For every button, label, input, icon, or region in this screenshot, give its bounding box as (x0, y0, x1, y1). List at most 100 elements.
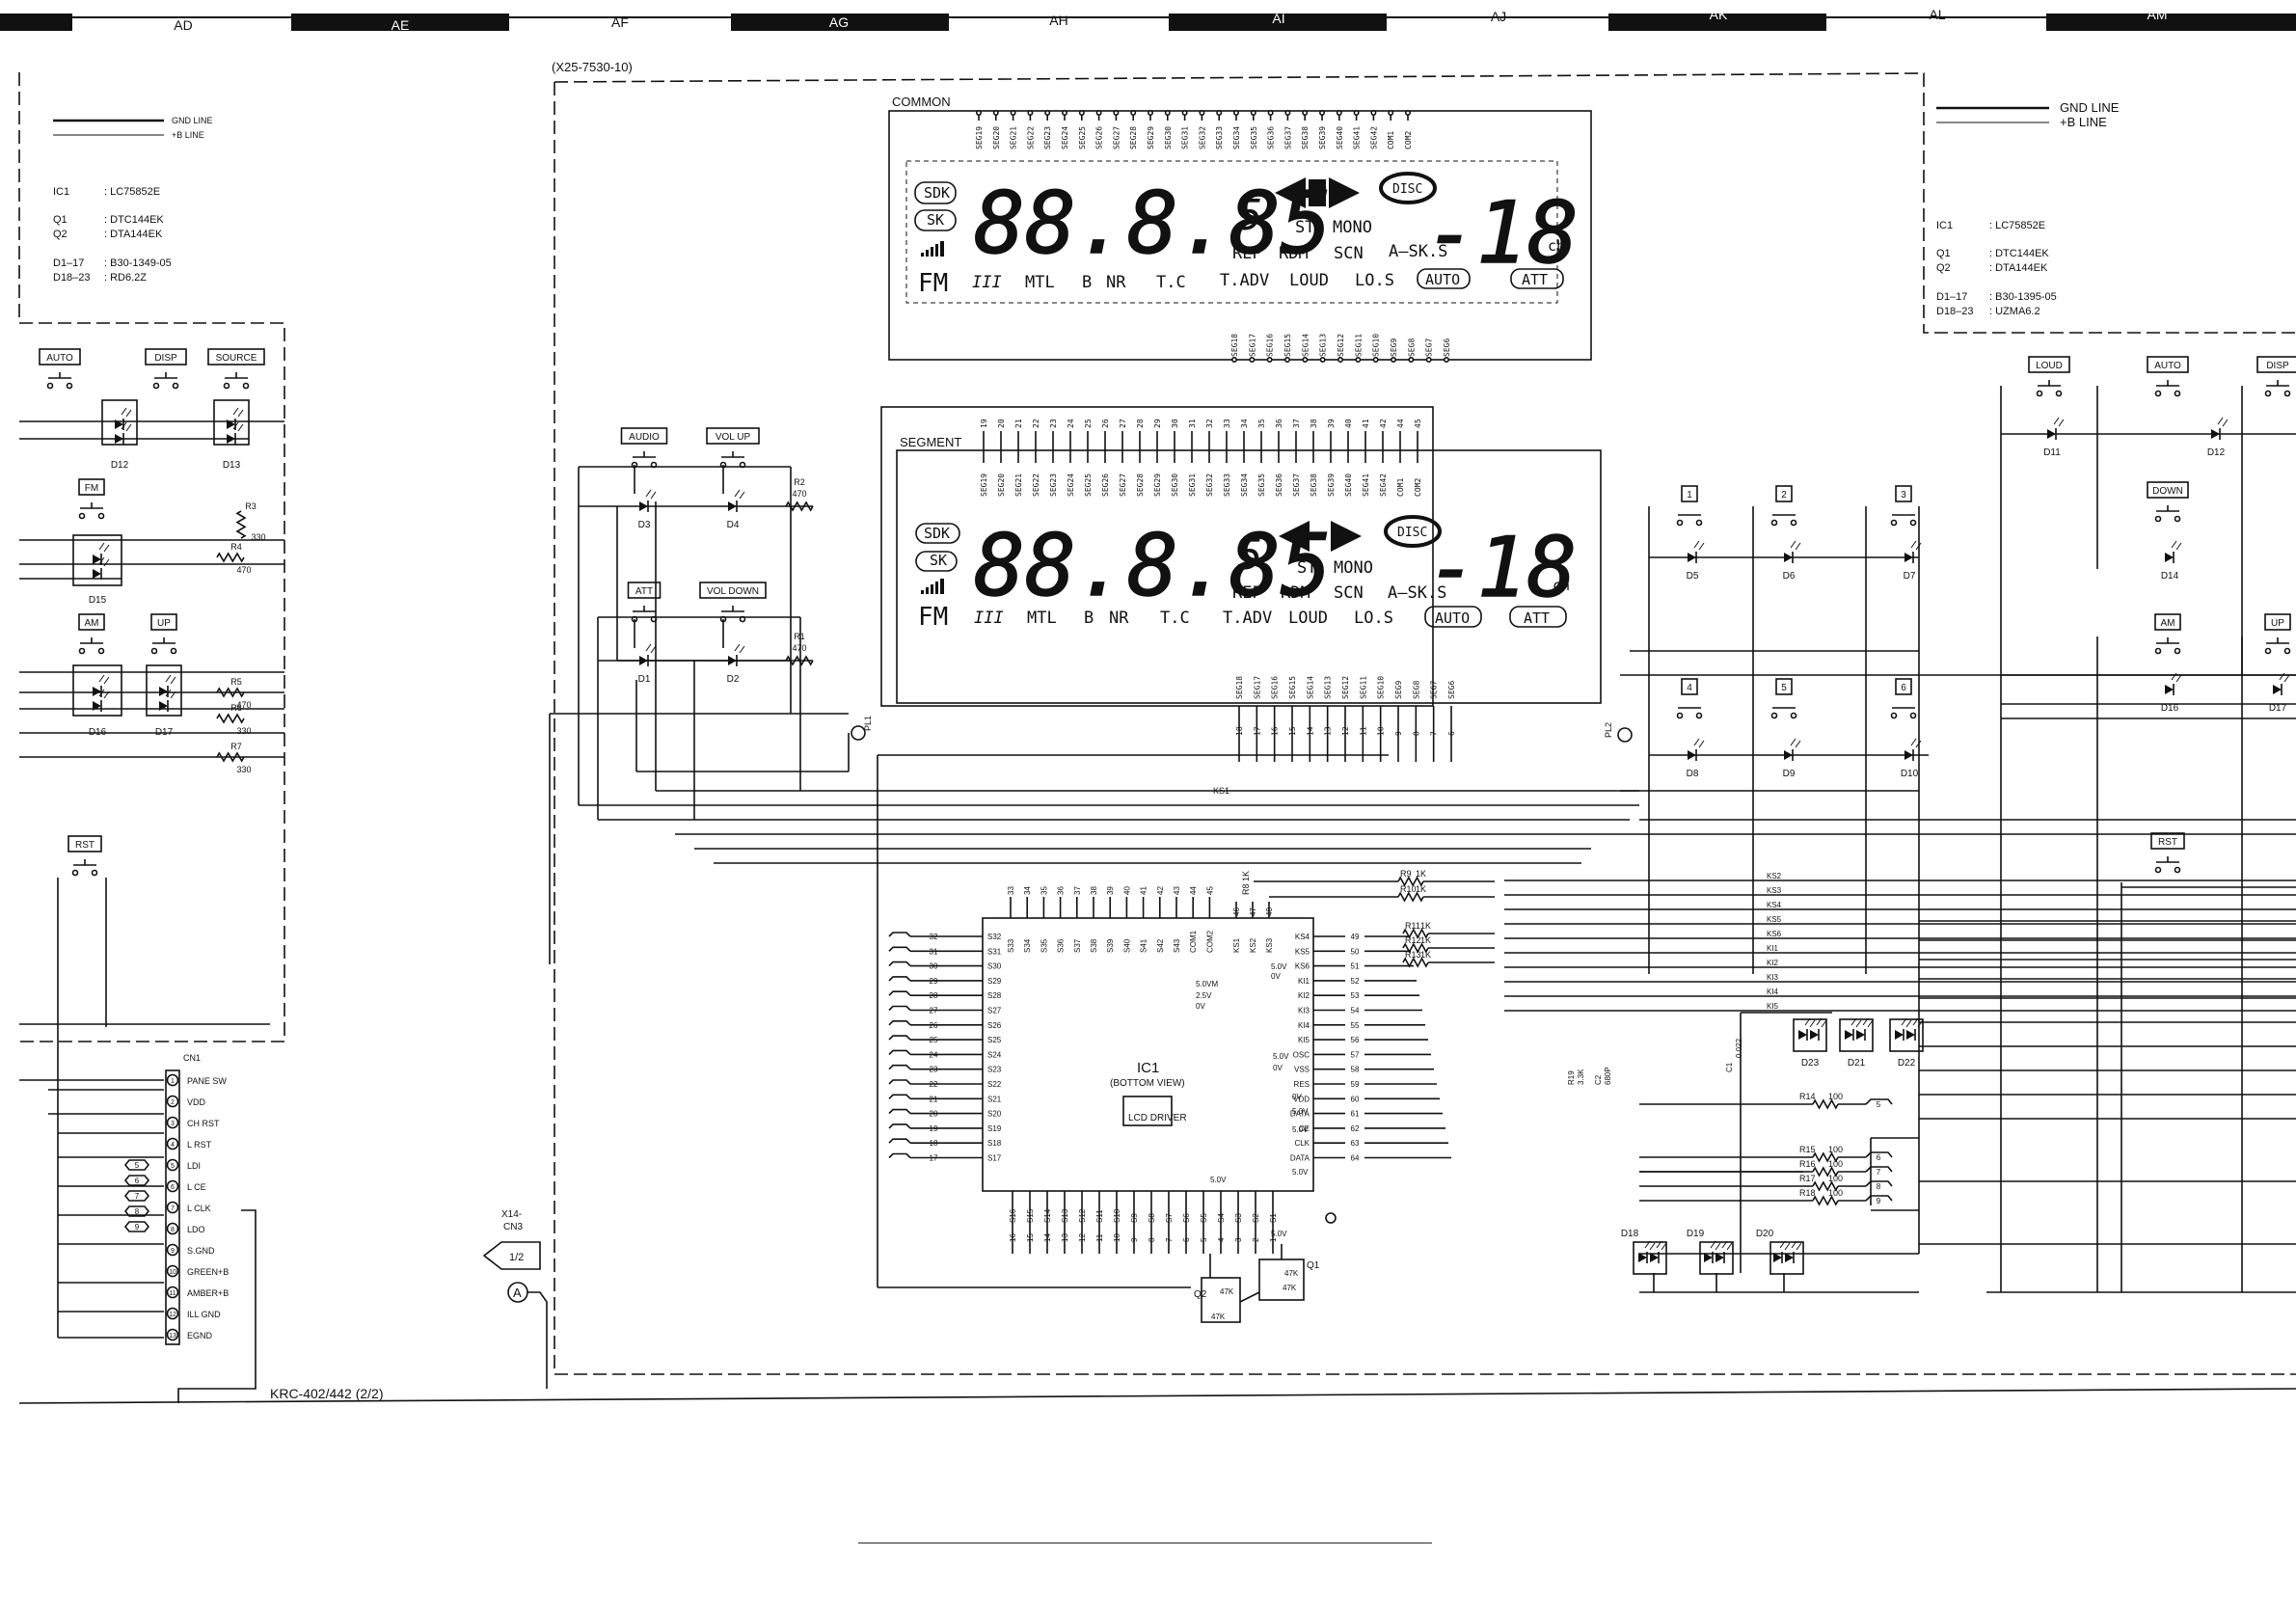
lcd-pin: SEG15 (1283, 334, 1292, 357)
cn1-pin-label: CH RST (187, 1119, 220, 1128)
switch-disp[interactable]: DISP (145, 348, 187, 390)
led-icon (115, 421, 132, 445)
switch-up[interactable]: UP (150, 613, 177, 655)
lcd-tc: T.C (1156, 273, 1186, 292)
legend-val: : DTC144EK (1989, 248, 2049, 259)
switch-1[interactable]: 1 (1676, 485, 1703, 527)
switch-up[interactable]: UP (2264, 613, 2291, 655)
switch-vol-down[interactable]: VOL DOWN (699, 582, 767, 623)
capacitor-name: C2 (1594, 1074, 1603, 1085)
led-icon (93, 674, 110, 697)
ic-pin-number: 9 (1130, 1237, 1139, 1242)
switch-label: 3 (1901, 490, 1906, 501)
legend-ref: Q1 (1936, 248, 1951, 259)
switch-vol-up[interactable]: VOL UP (706, 427, 760, 469)
lcd-sk: SK (927, 211, 944, 229)
resistor-name: R12 (1405, 935, 1421, 945)
diode-label: D16 (89, 727, 107, 738)
grid-label: AM (2147, 7, 2168, 22)
switch-6[interactable]: 6 (1890, 678, 1917, 719)
ic-pin-label: VDD (1293, 1095, 1310, 1103)
ic-pin-label: S32 (987, 933, 1002, 941)
x14-line2: CN3 (503, 1222, 523, 1232)
switch-fm[interactable]: FM (78, 478, 105, 520)
ic-pin-label: S37 (1073, 938, 1082, 953)
ic-pin-number: 45 (1205, 886, 1214, 895)
lcd-pin-number: 21 (1014, 419, 1023, 428)
switch-rst[interactable]: RST (2150, 832, 2185, 874)
lcd-pin: SEG33 (1223, 474, 1231, 497)
switch-am[interactable]: AM (2154, 613, 2181, 655)
ic-pin-number: 11 (1095, 1233, 1104, 1242)
lcd-pin: SEG28 (1129, 126, 1138, 149)
switch-label: VOL DOWN (707, 586, 759, 597)
lcd-fm: FM (918, 269, 948, 298)
ic-pin-label: S5 (1200, 1213, 1208, 1223)
switch-am[interactable]: AM (78, 613, 105, 655)
resistor-value: 470 (792, 643, 806, 653)
legend-val: : B30-1349-05 (104, 257, 172, 269)
led-icon: D3 (638, 489, 657, 530)
lcd-pin: SEG29 (1147, 126, 1155, 149)
cn1-pin-number: 9 (171, 1248, 175, 1255)
switch-down[interactable]: DOWN (2147, 481, 2189, 523)
led-icon: D7 (1904, 540, 1922, 582)
lcd-pin: SEG6 (1447, 681, 1456, 699)
switch-5[interactable]: 5 (1770, 678, 1797, 719)
board-id: (X25-7530-10) (552, 60, 633, 74)
switch-disp[interactable]: DISP (2256, 356, 2296, 397)
resistor (1402, 928, 1429, 939)
switch-loud[interactable]: LOUD (2028, 356, 2070, 397)
led-icon (1785, 1240, 1802, 1263)
lcd-pin-number: 44 (1396, 419, 1405, 428)
led-icon: D5 (1687, 540, 1705, 582)
switch-4[interactable]: 4 (1676, 678, 1703, 719)
lcd-pin: SEG38 (1301, 126, 1310, 149)
lcd-pin: SEG15 (1288, 676, 1297, 699)
lcd-pin: SEG13 (1324, 676, 1333, 699)
lcd-pin-number: 40 (1344, 419, 1353, 428)
ic-pin-number: 4 (1217, 1237, 1226, 1242)
cn1-ext-pin: 9 (135, 1223, 140, 1232)
diode-label: D3 (638, 520, 651, 530)
cn1-pin-label: S.GND (187, 1246, 215, 1256)
ks-label: KS4 (1767, 901, 1782, 909)
switch-2[interactable]: 2 (1770, 485, 1797, 527)
switch-rst[interactable]: RST (68, 835, 102, 877)
led-icon: D4 (727, 489, 745, 530)
lcd-pin: SEG36 (1267, 126, 1276, 149)
resistor-value: 470 (792, 489, 806, 499)
switch-3[interactable]: 3 (1890, 485, 1917, 527)
led-icon: D10 (1901, 738, 1922, 779)
resistor (216, 713, 245, 724)
switch-label: AM (2161, 618, 2175, 629)
ic-pin-number: 55 (1351, 1021, 1360, 1030)
legend-val: : B30-1395-05 (1989, 291, 2057, 303)
cn1-ext-pin: 6 (135, 1177, 140, 1185)
switch-auto[interactable]: AUTO (39, 348, 81, 390)
ic-pin-number: 59 (1351, 1080, 1360, 1089)
led-icon: D17 (2269, 672, 2290, 714)
lcd-pin: SEG6 (1443, 338, 1451, 357)
switch-label: VOL UP (716, 432, 751, 443)
resistor-value: 100 (1828, 1145, 1843, 1154)
ic-pin-number: 56 (1351, 1036, 1360, 1044)
switch-source[interactable]: SOURCE (207, 348, 265, 390)
lcd-pin: SEG36 (1275, 474, 1283, 497)
ic-pin-number: 5 (1200, 1237, 1208, 1242)
ic-pin-number: 12 (1078, 1233, 1087, 1242)
ic-pin-number: 53 (1351, 991, 1360, 1000)
resistor-name: R13 (1405, 950, 1421, 960)
lcd-tc: T.C (1160, 609, 1190, 628)
switch-audio[interactable]: AUDIO (620, 427, 668, 469)
switch-label: SOURCE (216, 353, 257, 364)
connector-pin: 5 (1877, 1100, 1881, 1109)
lcd-pin: SEG11 (1354, 334, 1363, 357)
legend-val: : RD6.2Z (104, 272, 147, 284)
cn1-pin-number: 6 (171, 1184, 175, 1191)
lcd-asks: A–SK.S (1388, 583, 1446, 603)
lcd-tadv: T.ADV (1220, 271, 1269, 290)
grid-label: AG (829, 14, 849, 30)
switch-auto[interactable]: AUTO (2147, 356, 2189, 397)
